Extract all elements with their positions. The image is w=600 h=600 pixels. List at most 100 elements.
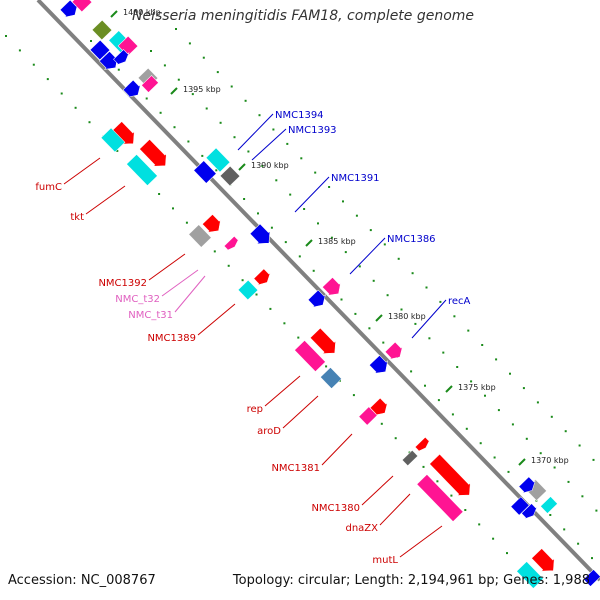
guide-dot (394, 437, 397, 440)
kbp-tick-label: 1375 kbp (458, 383, 496, 392)
guide-dot (303, 208, 306, 210)
guide-dot (410, 370, 413, 373)
kbp-tick-label: 1385 kbp (318, 237, 356, 246)
guide-dot (509, 372, 511, 375)
gene-feature (307, 289, 326, 308)
guide-dot (233, 136, 236, 139)
guide-dot (577, 542, 580, 545)
gene-arrow (429, 453, 471, 496)
gene-box (510, 496, 530, 516)
gene-feature (309, 327, 336, 354)
gene-box (540, 496, 558, 514)
gene-feature (414, 436, 431, 453)
gene-label: NMC1391 (331, 173, 380, 184)
guide-dot (286, 142, 289, 145)
guide-dot (567, 480, 570, 483)
guide-dot (411, 272, 414, 275)
guide-dots (5, 28, 598, 560)
gene-feature (188, 224, 212, 248)
guide-dot (422, 465, 425, 468)
guide-dot (244, 99, 247, 102)
gene-features (59, 0, 600, 589)
gene-label: NMC_t32 (115, 294, 160, 305)
gene-box (320, 367, 342, 389)
guide-dot (525, 437, 528, 440)
gene-label: dnaZX (345, 523, 378, 534)
guide-dot (511, 423, 514, 426)
map-title: Neisseria meningitidis FAM18, complete g… (132, 8, 475, 24)
gene-box (141, 75, 159, 93)
leader-line (399, 525, 443, 558)
guide-dot (578, 444, 581, 447)
gene-feature (322, 277, 341, 296)
guide-dot (479, 442, 482, 445)
gene-feature (521, 503, 538, 520)
guide-dot (451, 413, 454, 416)
guide-dot (117, 68, 120, 71)
guide-dot (493, 456, 496, 459)
gene-label: NMC1392 (98, 278, 147, 289)
guide-dot (219, 121, 222, 124)
guide-dot (300, 157, 303, 160)
guide-dot (550, 415, 553, 418)
guide-dot (536, 401, 539, 404)
gene-box (126, 154, 158, 186)
gene-label: rep (247, 404, 263, 415)
guide-dot (74, 106, 77, 109)
leader-line (63, 157, 101, 185)
guide-dot (191, 93, 194, 96)
gene-label: NMC1380 (311, 503, 360, 514)
gene-feature (253, 268, 271, 286)
kbp-tick-mark (445, 385, 453, 393)
gene-arrow (414, 436, 431, 453)
guide-dot (32, 63, 35, 66)
guide-dot (380, 422, 383, 425)
guide-dot (397, 257, 400, 260)
kbp-tick-mark (518, 458, 526, 466)
guide-dot (344, 251, 347, 254)
gene-feature (237, 279, 259, 301)
accession-text: Accession: NC_008767 (8, 573, 156, 588)
gene-arrow (113, 49, 130, 66)
guide-dot (414, 322, 417, 325)
leader-line (148, 253, 186, 281)
gene-box (205, 147, 231, 173)
guide-dot (563, 528, 566, 531)
guide-dot (90, 40, 92, 42)
gene-label: NMC1381 (271, 463, 320, 474)
gene-feature (223, 235, 240, 252)
kbp-tick-mark (375, 314, 383, 322)
guide-dot (243, 198, 246, 200)
gene-feature (416, 474, 464, 522)
gene-label: aroD (257, 426, 281, 437)
guide-dot (172, 207, 174, 210)
leader-line (361, 475, 394, 506)
guide-dot (257, 212, 259, 215)
guide-dot (202, 56, 205, 59)
gene-arrow (139, 139, 167, 167)
guide-dot (317, 222, 319, 225)
kbp-tick-mark (170, 87, 178, 95)
topology-text: Topology: circular; Length: 2,194,961 bp… (232, 573, 590, 588)
guide-dot (553, 466, 556, 469)
guide-dot (230, 85, 233, 88)
kbp-tick-mark (305, 239, 313, 247)
leader-line (282, 395, 319, 429)
leader-line (379, 493, 411, 526)
guide-dot (368, 327, 371, 330)
guide-dot (5, 35, 7, 37)
gene-arrow (309, 327, 336, 354)
label-leaders (63, 113, 447, 558)
guide-dot (549, 514, 552, 516)
guide-dot (18, 49, 21, 52)
guide-dot (270, 226, 273, 229)
guide-dot (497, 409, 500, 412)
guide-dot (46, 78, 49, 81)
kbp-tick-label: 1395 kbp (183, 85, 221, 94)
guide-dot (506, 552, 508, 555)
gene-feature (510, 496, 530, 516)
guide-dot (495, 358, 498, 361)
gene-box (401, 449, 419, 467)
